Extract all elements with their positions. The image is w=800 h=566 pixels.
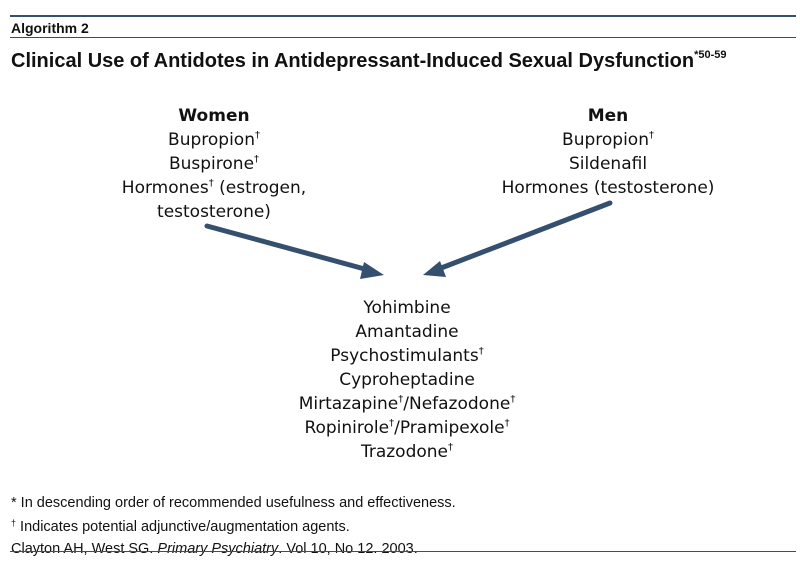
shared-item-psychostimulants: Psychostimulants† xyxy=(330,346,484,366)
shared-item-amantadine: Amantadine xyxy=(355,322,459,342)
algorithm-label: Algorithm 2 xyxy=(11,20,89,36)
title-refs: *50-59 xyxy=(694,49,727,61)
shared-item-trazodone: Trazodone† xyxy=(360,442,454,462)
men-heading: Men xyxy=(587,106,629,126)
women-item-bupropion: Bupropion† xyxy=(168,130,260,150)
shared-item-cyproheptadine: Cyproheptadine xyxy=(339,370,475,390)
men-arrow xyxy=(423,200,613,277)
women-heading: Women xyxy=(178,106,250,126)
shared-item-mirtazapine: Mirtazapine†/Nefazodone† xyxy=(298,394,516,414)
title-text: Clinical Use of Antidotes in Antidepress… xyxy=(11,50,695,72)
men-item-sildenafil: Sildenafil xyxy=(568,154,648,174)
men-item-hormones: Hormones (testosterone) xyxy=(501,178,715,198)
bottom-rule xyxy=(10,551,796,552)
women-item-hormones: Hormones† (estrogen, xyxy=(121,178,307,198)
shared-item-yohimbine: Yohimbine xyxy=(363,298,451,318)
footnote-dagger: † Indicates potential adjunctive/augment… xyxy=(11,518,350,535)
shared-agents-list: Yohimbine Amantadine Psychostimulants† C… xyxy=(250,296,564,464)
page-title: Clinical Use of Antidotes in Antidepress… xyxy=(11,43,726,73)
men-column: Men Bupropion† Sildenafil Hormones (test… xyxy=(488,104,728,200)
citation: Clayton AH, West SG. Primary Psychiatry.… xyxy=(11,541,418,557)
women-item-buspirone: Buspirone† xyxy=(168,154,260,174)
men-item-bupropion: Bupropion† xyxy=(562,130,654,150)
header-divider xyxy=(10,37,796,38)
women-arrow xyxy=(204,223,384,279)
top-rule xyxy=(10,15,796,17)
shared-item-ropinirole: Ropinirole†/Pramipexole† xyxy=(304,418,510,438)
women-column: Women Bupropion† Buspirone† Hormones† (e… xyxy=(104,104,324,224)
footnote-star: * In descending order of recommended use… xyxy=(11,495,456,511)
women-item-hormones-cont: testosterone) xyxy=(157,202,271,222)
footnotes: * In descending order of recommended use… xyxy=(11,493,456,537)
citation-journal: Primary Psychiatry xyxy=(157,541,279,557)
